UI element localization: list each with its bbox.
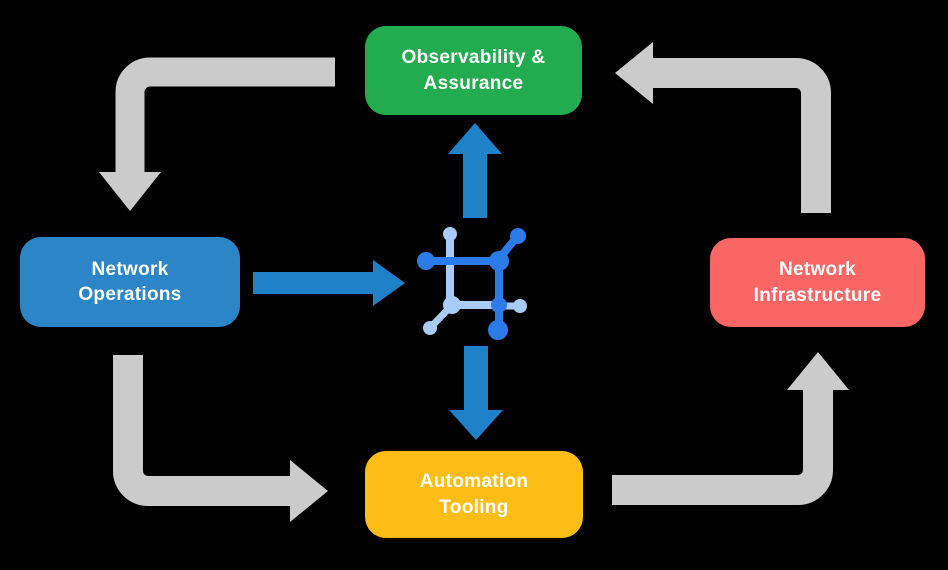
network-platform-icon: [417, 227, 527, 340]
flow-arrow-observability-to-operations: [99, 57, 335, 211]
node-observability-assurance: Observability & Assurance: [365, 26, 582, 115]
data-arrow-center-to-automation: [449, 346, 503, 440]
data-arrow-center-to-observability: [448, 123, 502, 218]
flow-arrow-automation-to-infrastructure: [612, 352, 849, 505]
data-arrow-operations-to-center: [253, 260, 405, 306]
node-network-infrastructure: Network Infrastructure: [710, 238, 925, 327]
flow-arrow-operations-to-automation: [113, 355, 328, 522]
node-network-operations: Network Operations: [20, 237, 240, 327]
flow-arrow-infrastructure-to-observability: [615, 42, 831, 213]
node-automation-tooling: Automation Tooling: [365, 451, 583, 538]
